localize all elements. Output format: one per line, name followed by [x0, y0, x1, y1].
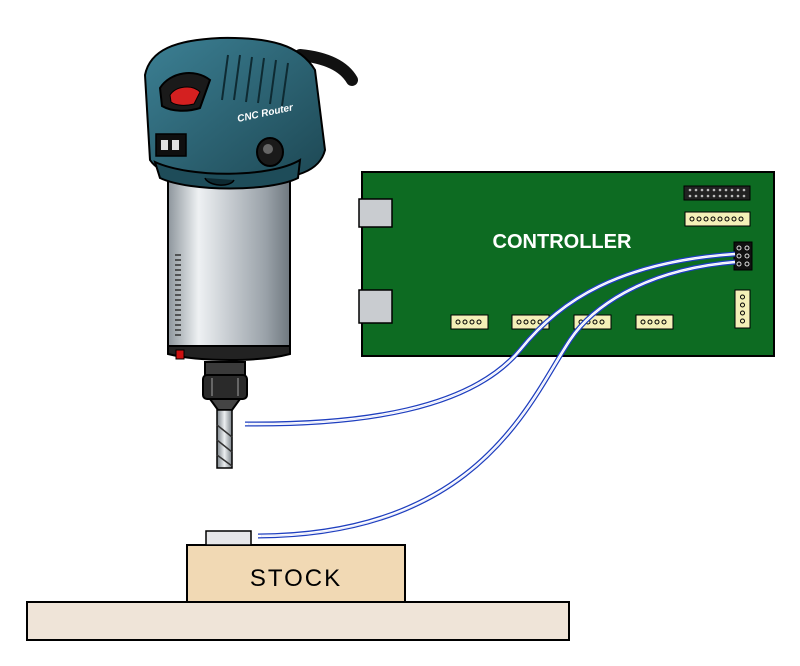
motor-connector: [635, 314, 674, 330]
machine-table: [26, 601, 570, 641]
probe-wires: [244, 251, 736, 539]
motor-connector: [450, 314, 489, 330]
pin-header-right: [734, 289, 751, 329]
end-mill-icon: [216, 409, 233, 469]
stock-label: STOCK: [250, 565, 342, 592]
controller-label: CONTROLLER: [493, 231, 632, 253]
ribbon-header: [683, 185, 751, 201]
power-port: [358, 289, 393, 324]
probe-plate-icon: [205, 530, 252, 546]
router-icon: CNC Router: [143, 36, 358, 411]
stock-block: STOCK: [186, 544, 406, 603]
usb-port: [358, 198, 393, 228]
